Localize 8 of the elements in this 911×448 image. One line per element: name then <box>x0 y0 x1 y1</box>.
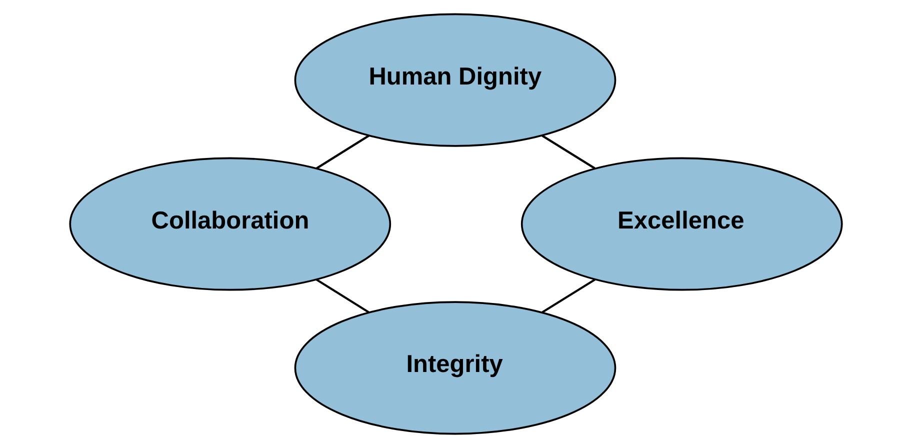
connector <box>316 134 369 170</box>
connector <box>315 278 369 314</box>
node-ellipse: Collaboration <box>68 157 391 291</box>
node-ellipse: Human Dignity <box>294 13 616 147</box>
node-ellipse: Excellence <box>520 157 842 291</box>
connector <box>541 278 595 314</box>
connector <box>541 134 595 170</box>
node-ellipse: Integrity <box>294 301 616 435</box>
